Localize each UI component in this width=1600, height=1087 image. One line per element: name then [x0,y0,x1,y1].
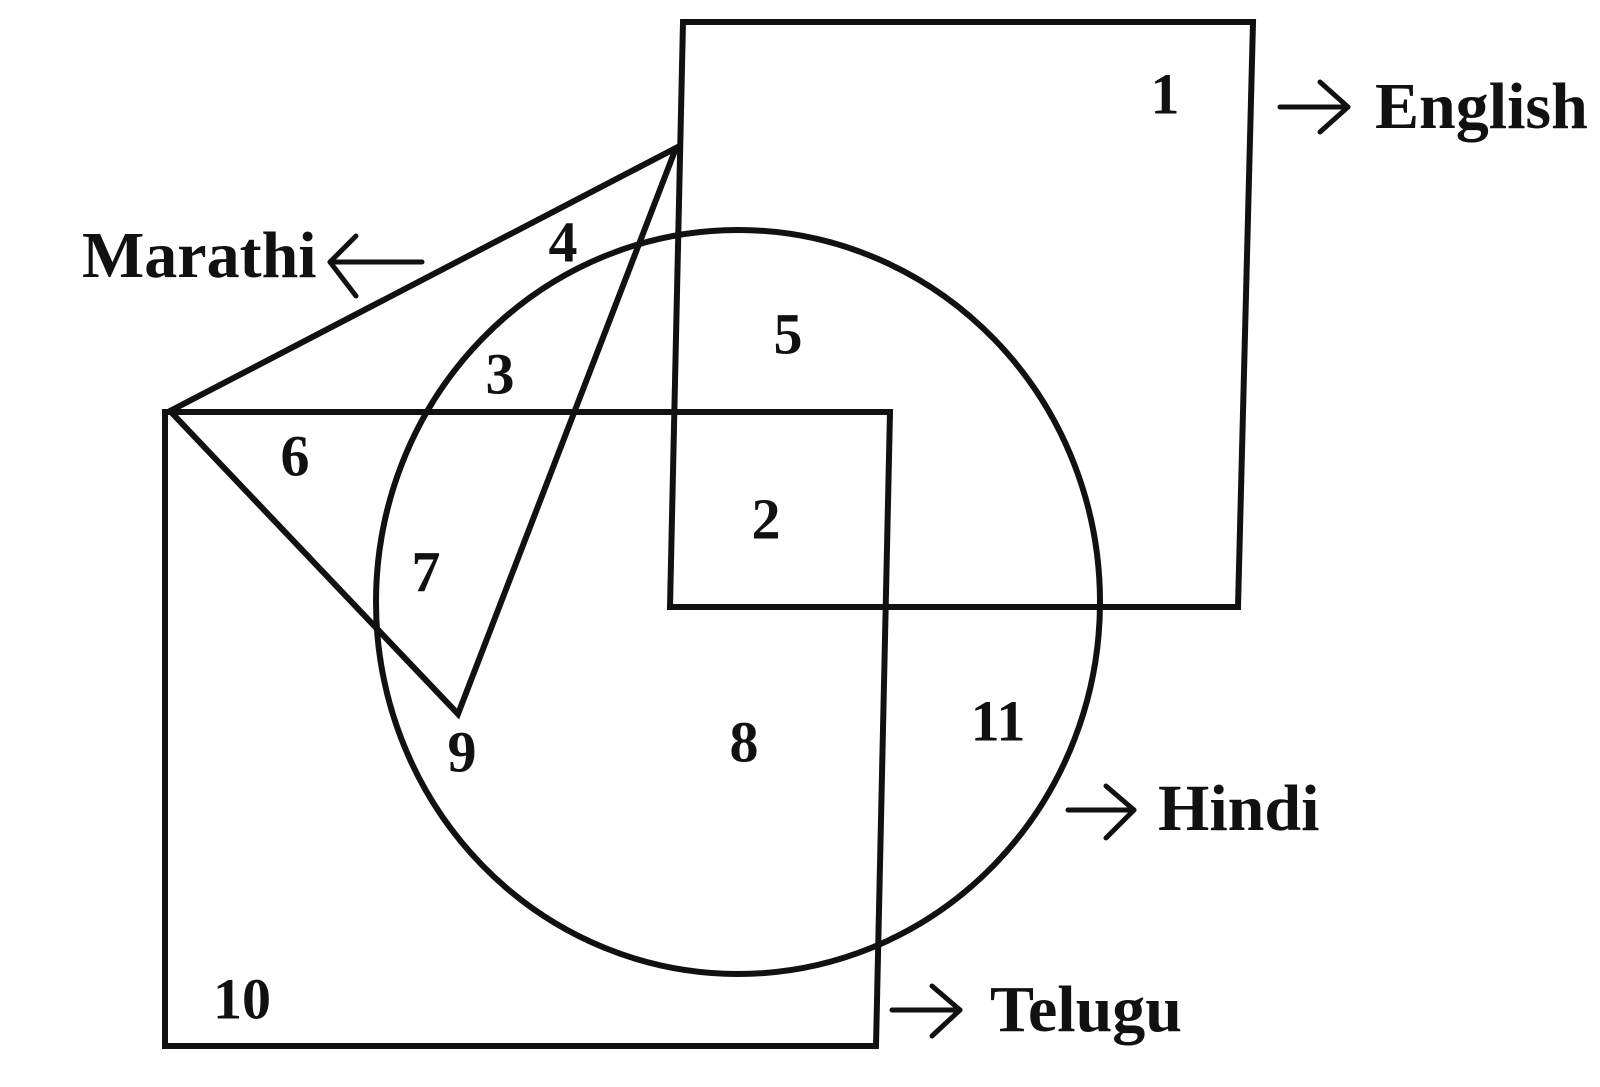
telugu-arrow [889,983,963,1039]
hindi-circle [373,227,1103,977]
hindi-arrow [1065,783,1137,841]
region-1: 1 [1151,61,1180,126]
telugu-label: Telugu [990,973,1182,1046]
english-arrow [1277,79,1351,135]
region-7: 7 [412,539,441,604]
region-6: 6 [281,423,310,488]
region-5: 5 [774,301,803,366]
region-9: 9 [448,719,477,784]
region-10: 10 [213,966,271,1031]
marathi-label: Marathi [82,219,317,292]
english-label: English [1375,70,1588,143]
region-11: 11 [971,688,1026,753]
region-2: 2 [752,486,781,551]
hindi-label: Hindi [1158,772,1319,845]
region-4: 4 [549,209,578,274]
region-8: 8 [730,709,759,774]
marathi-arrow [327,233,425,299]
marathi-triangle [165,141,682,720]
telugu-square [162,409,894,1049]
region-3: 3 [486,341,515,406]
